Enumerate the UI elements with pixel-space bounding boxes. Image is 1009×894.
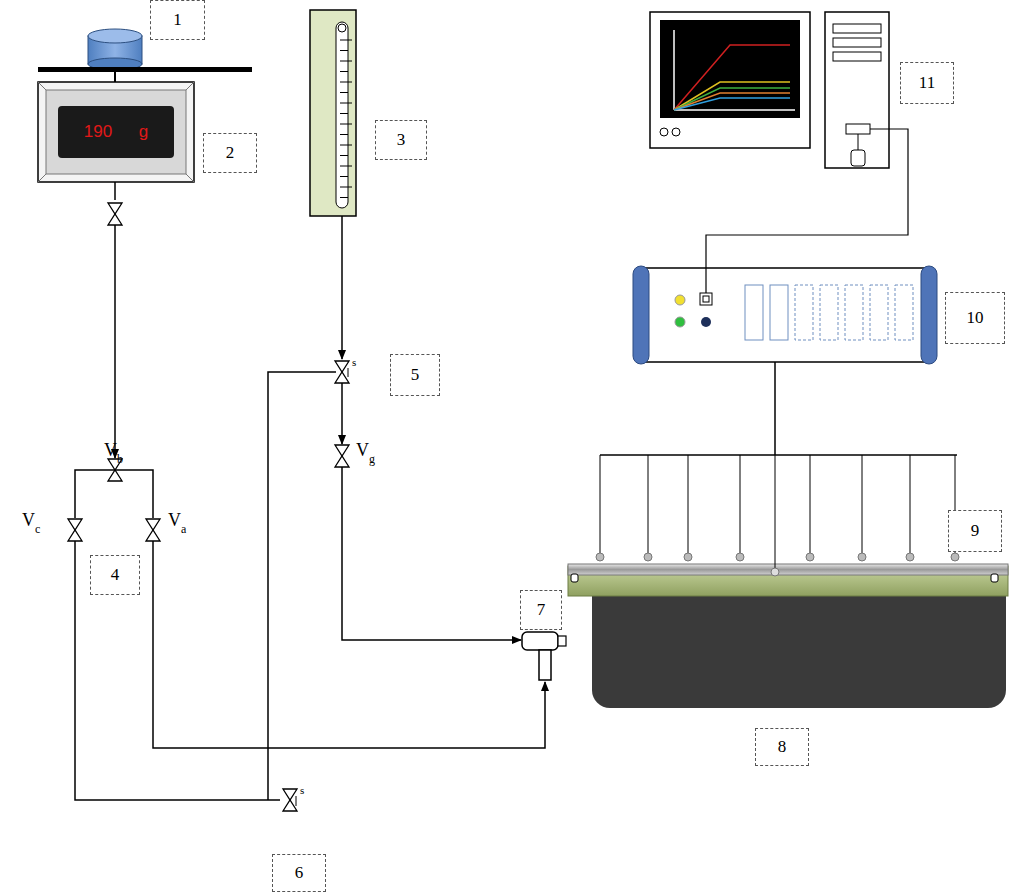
valve-subscript: b — [117, 452, 123, 467]
callout-box: 4 — [90, 555, 140, 595]
callout-number: 9 — [971, 521, 980, 541]
callout-box: 8 — [755, 728, 809, 766]
pipe — [75, 470, 153, 518]
valve-subscript: c — [35, 522, 40, 537]
callout-box: 1 — [150, 0, 205, 40]
callout-number: 3 — [397, 130, 406, 150]
callout-box: 2 — [203, 133, 257, 173]
computer — [650, 12, 908, 293]
valve — [283, 789, 297, 811]
rotameter — [310, 10, 356, 216]
mixing-tee — [522, 632, 566, 680]
callout-box: 6 — [272, 854, 326, 892]
pipe — [114, 182, 116, 200]
callout-box: 7 — [520, 590, 562, 630]
valve — [335, 445, 349, 467]
pipe — [114, 225, 116, 458]
callout-number: 10 — [967, 308, 984, 328]
callout-box: 5 — [390, 354, 440, 396]
valve-subscript: a — [181, 522, 186, 537]
valve — [146, 519, 160, 541]
pipe — [341, 216, 343, 359]
callout-number: 2 — [226, 143, 235, 163]
pipe — [153, 541, 545, 748]
valve — [335, 361, 349, 383]
callout-box: 9 — [948, 510, 1002, 552]
callout-number: 4 — [111, 565, 120, 585]
container — [88, 29, 142, 70]
test-section — [568, 564, 1008, 708]
callout-number: 11 — [919, 73, 935, 93]
pipe — [341, 383, 343, 444]
callout-number: 1 — [173, 10, 182, 30]
valve-label: V — [22, 510, 35, 531]
reading: 190 g — [84, 122, 149, 142]
pipe — [268, 372, 336, 790]
valve — [108, 203, 122, 225]
callout-number: 7 — [537, 600, 546, 620]
valve — [68, 519, 82, 541]
callout-box: 3 — [375, 120, 427, 160]
pipe — [342, 467, 521, 640]
callout-box: 11 — [900, 62, 954, 104]
callout-number: 5 — [411, 365, 420, 385]
valve-subscript: g — [369, 452, 375, 467]
scale-ticks — [340, 40, 352, 198]
valve-label: V — [356, 440, 369, 461]
pipe — [75, 541, 280, 800]
callout-number: 8 — [778, 737, 787, 757]
thermocouples — [596, 362, 959, 576]
valve-label: s — [352, 356, 356, 368]
valve-label: V — [168, 510, 181, 531]
scale-display: 190 g — [58, 106, 174, 158]
data-logger — [633, 266, 937, 364]
callout-number: 6 — [295, 863, 304, 883]
valve-label: s — [300, 784, 304, 796]
callout-box: 10 — [945, 292, 1005, 344]
valve-label: V — [104, 440, 117, 461]
